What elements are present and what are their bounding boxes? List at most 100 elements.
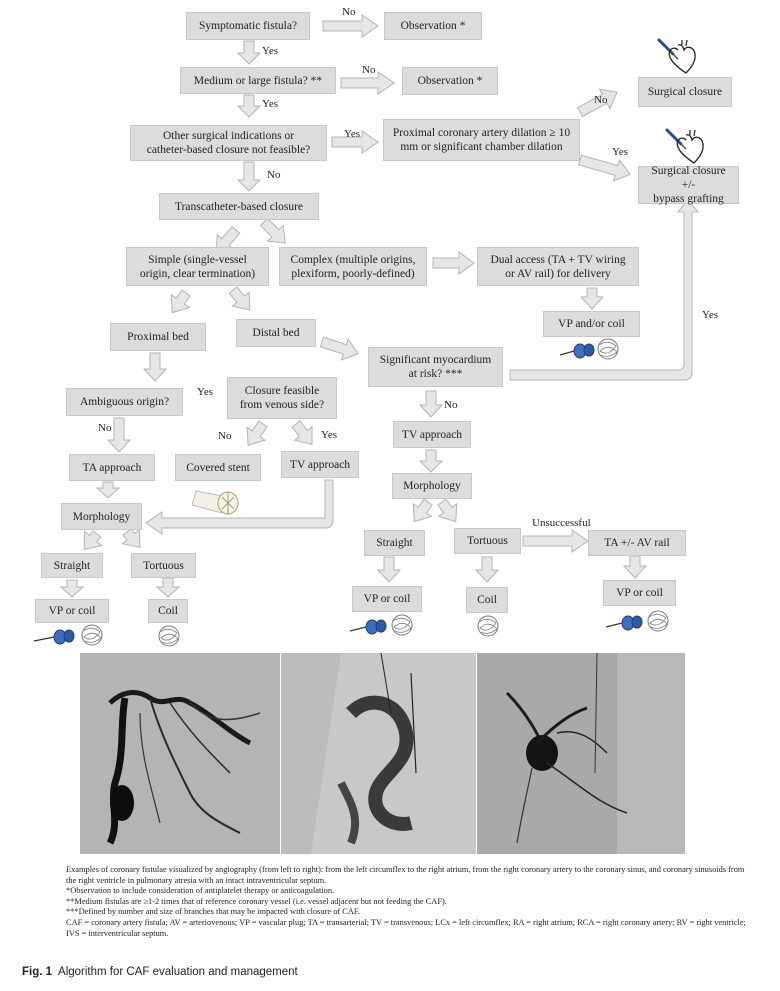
label-no: No [362, 64, 376, 76]
label-yes: Yes [262, 98, 279, 110]
node-ta-av-rail: TA +/- AV rail [588, 530, 686, 556]
heart-scalpel-icon [665, 128, 704, 164]
node-observation-1: Observation * [384, 12, 482, 40]
node-myocardium-at-risk: Significant myocardium at risk? *** [368, 347, 503, 387]
arrow-complex-to-dual [432, 251, 475, 275]
node-distal-bed: Distal bed [236, 319, 316, 347]
node-observation-2: Observation * [402, 67, 498, 95]
arrow-transcatheter-to-simple [215, 226, 241, 254]
label-no: No [444, 399, 458, 411]
arrow-straight-right-down [376, 556, 402, 583]
arrow-dual-down [579, 287, 605, 310]
arrow-morph-left-to-tortuous [121, 528, 141, 548]
arrow-morph-right-to-straight [412, 498, 433, 523]
figure-title-text: Algorithm for CAF evaluation and managem… [58, 966, 298, 978]
heart-scalpel-icon [657, 38, 696, 74]
node-vp-and-coil: VP and/or coil [543, 311, 640, 337]
label-yes: Yes [344, 128, 361, 140]
arrow-myocardium-yes-to-bypass [509, 199, 700, 381]
node-dual-access: Dual access (TA + TV wiring or AV rail) … [477, 247, 639, 286]
arrow-other-down [236, 161, 262, 192]
label-yes: Yes [612, 146, 629, 158]
caption-line: ***Defined by number and size of branche… [66, 907, 360, 917]
angiogram-rca-to-cs [281, 653, 476, 854]
node-vp-or-coil-left: VP or coil [35, 599, 109, 623]
arrow-venous-to-no [246, 420, 268, 446]
label-no: No [342, 6, 356, 18]
vascular-plug-and-coil-icon [34, 624, 103, 646]
node-simple: Simple (single-vessel origin, clear term… [126, 247, 269, 286]
node-surgical-closure: Surgical closure [638, 77, 732, 107]
arrow-ambiguous-down [106, 417, 132, 453]
node-ambiguous-origin: Ambiguous origin? [66, 388, 183, 416]
vascular-plug-and-coil-icon [606, 610, 669, 632]
node-tv-approach-right: TV approach [393, 421, 471, 448]
coil-icon [158, 625, 180, 647]
label-yes: Yes [321, 429, 338, 441]
node-venous-side: Closure feasible from venous side? [227, 377, 337, 419]
node-complex: Complex (multiple origins, plexiform, po… [279, 247, 427, 286]
arrow-dilation-yes-to-bypass [578, 154, 631, 182]
caption-line: *Observation to include consideration of… [66, 886, 335, 896]
figure-caption: Examples of coronary fistulae visualized… [66, 865, 756, 939]
caption-line: **Medium fistulas are ≥1-2 times that of… [66, 896, 447, 906]
arrow-simple-to-proximal [170, 289, 191, 314]
arrow-venous-to-yes [291, 420, 313, 446]
arrow-medium-to-observation [340, 71, 395, 95]
node-medium-large-fistula: Medium or large fistula? ** [180, 67, 336, 94]
caption-line: CAF = coronary artery fistula; AV = arte… [66, 917, 746, 938]
arrow-symptomatic-down [236, 40, 262, 65]
label-yes: Yes [262, 45, 279, 57]
arrow-tortuous-left-down [155, 577, 181, 598]
node-vp-or-coil-far: VP or coil [603, 580, 676, 606]
node-surgical-bypass: Surgical closure +/- bypass grafting [638, 165, 739, 205]
arrow-morph-left-to-straight [83, 530, 103, 550]
node-morphology-left: Morphology [61, 503, 142, 530]
node-tortuous-right: Tortuous [454, 528, 521, 554]
node-proximal-bed: Proximal bed [110, 323, 206, 351]
label-yes: Yes [197, 386, 214, 398]
node-other-surgical-indications: Other surgical indications or catheter-b… [130, 125, 327, 161]
arrow-medium-down [236, 94, 262, 118]
vascular-plug-and-coil-icon [560, 338, 619, 360]
arrow-tv-approach-down [418, 449, 444, 473]
coil-icon [477, 615, 499, 637]
arrow-tortuous-to-ta-rail [522, 529, 589, 553]
angiogram-rv-sinusoids [477, 653, 685, 854]
label-no: No [98, 422, 112, 434]
arrow-ta-rail-down [622, 555, 648, 579]
node-transcatheter-closure: Transcatheter-based closure [159, 193, 319, 220]
arrow-morph-right-to-tortuous [437, 498, 458, 523]
arrow-other-to-dilation [331, 130, 379, 154]
node-straight-left: Straight [41, 553, 103, 578]
arrow-tv-to-morphology [145, 479, 334, 535]
arrow-symptomatic-to-observation [322, 14, 379, 38]
label-no: No [267, 169, 281, 181]
node-straight-right: Straight [364, 530, 425, 556]
arrow-simple-to-distal [228, 286, 251, 311]
arrow-distal-to-myocardium [319, 336, 359, 361]
node-ta-approach: TA approach [69, 454, 155, 481]
node-morphology-right: Morphology [392, 473, 472, 499]
label-no: No [594, 94, 608, 106]
arrow-tortuous-right-down [474, 556, 500, 583]
node-vp-or-coil-right: VP or coil [352, 586, 422, 612]
node-tortuous-left: Tortuous [131, 553, 196, 578]
node-tv-approach-left: TV approach [281, 451, 359, 478]
arrow-proximal-down [142, 352, 168, 382]
label-unsuccessful: Unsuccessful [532, 517, 591, 529]
label-no: No [218, 430, 232, 442]
label-yes: Yes [702, 309, 719, 321]
arrow-dilation-no-to-surgical [576, 88, 618, 118]
caption-line: Examples of coronary fistulae visualized… [66, 865, 745, 885]
figure-title: Fig. 1 Algorithm for CAF evaluation and m… [22, 966, 298, 978]
node-proximal-dilation: Proximal coronary artery dilation ≥ 10 m… [383, 119, 580, 161]
vascular-plug-and-coil-icon [350, 614, 413, 636]
arrow-transcatheter-to-complex [259, 217, 286, 244]
arrow-myocardium-down [418, 390, 444, 418]
node-coil-left: Coil [148, 599, 188, 623]
figure-label: Fig. 1 [22, 966, 53, 978]
arrow-ta-approach-down [95, 481, 121, 499]
angiogram-lcx-to-ra [80, 653, 280, 854]
